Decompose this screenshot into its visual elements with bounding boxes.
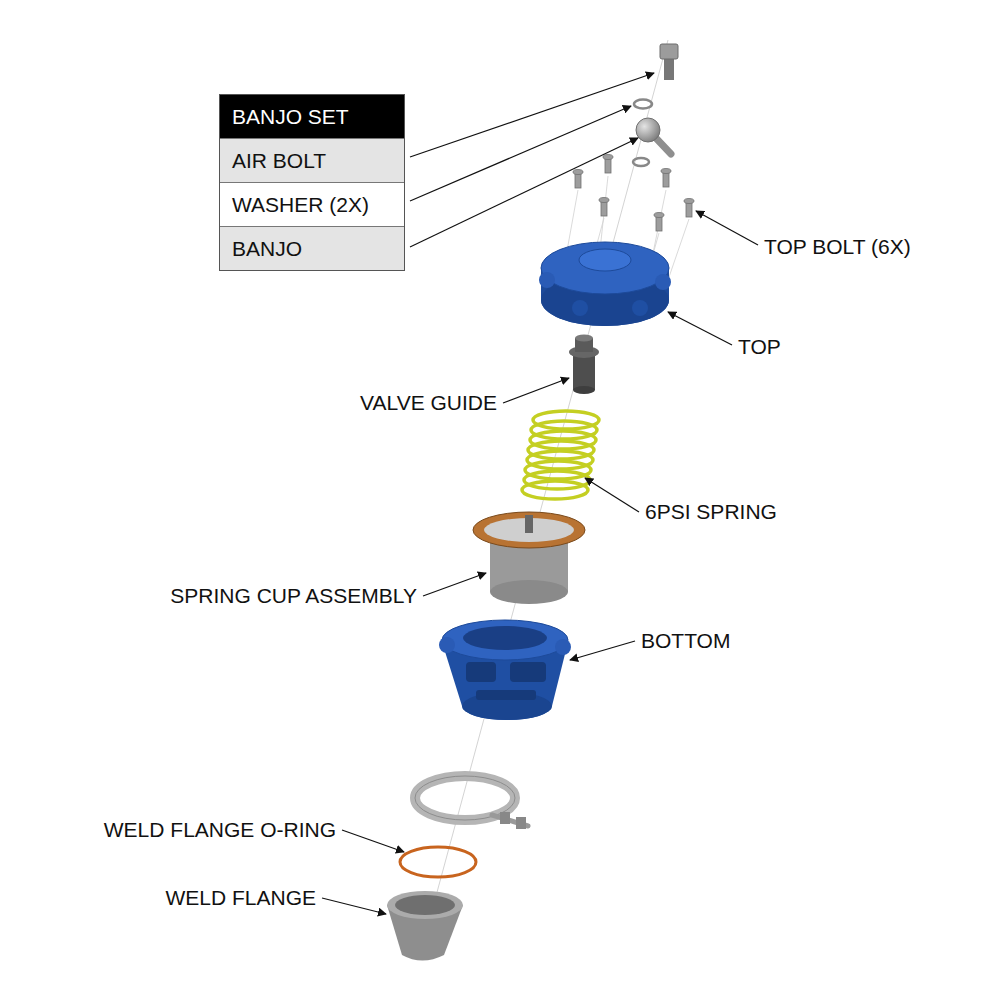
air-bolt bbox=[660, 44, 678, 80]
table-cell-text: WASHER (2X) bbox=[220, 183, 404, 226]
bottom-housing bbox=[439, 620, 571, 720]
table-cell-text: BANJO bbox=[220, 227, 404, 270]
part-label: BOTTOM bbox=[641, 629, 730, 653]
valve-guide bbox=[569, 335, 599, 395]
v-band-clamp bbox=[415, 776, 528, 829]
banjo bbox=[636, 118, 671, 154]
top-housing bbox=[539, 242, 671, 326]
table-cell-text: AIR BOLT bbox=[220, 139, 404, 182]
part-label: SPRING CUP ASSEMBLY bbox=[170, 584, 417, 608]
table-cell: BANJO bbox=[220, 226, 404, 270]
part-label: TOP BOLT (6X) bbox=[764, 235, 911, 259]
bolt-guides bbox=[565, 176, 689, 280]
weld-flange bbox=[387, 891, 463, 961]
top-bolts bbox=[573, 155, 694, 232]
o-ring bbox=[400, 847, 476, 877]
table-box: BANJO SETAIR BOLTWASHER (2X)BANJO bbox=[219, 94, 405, 271]
part-label: TOP bbox=[738, 335, 781, 359]
table-cell: AIR BOLT bbox=[220, 138, 404, 182]
spring bbox=[522, 411, 599, 499]
washer bbox=[633, 158, 649, 166]
table-header: BANJO SET bbox=[220, 95, 404, 138]
washer bbox=[634, 100, 652, 109]
part-label: 6PSI SPRING bbox=[645, 500, 777, 524]
part-label: WELD FLANGE bbox=[165, 886, 316, 910]
part-label: VALVE GUIDE bbox=[360, 391, 497, 415]
part-label: WELD FLANGE O-RING bbox=[104, 818, 336, 842]
spring-cup bbox=[473, 512, 585, 604]
table-cell: WASHER (2X) bbox=[220, 182, 404, 226]
